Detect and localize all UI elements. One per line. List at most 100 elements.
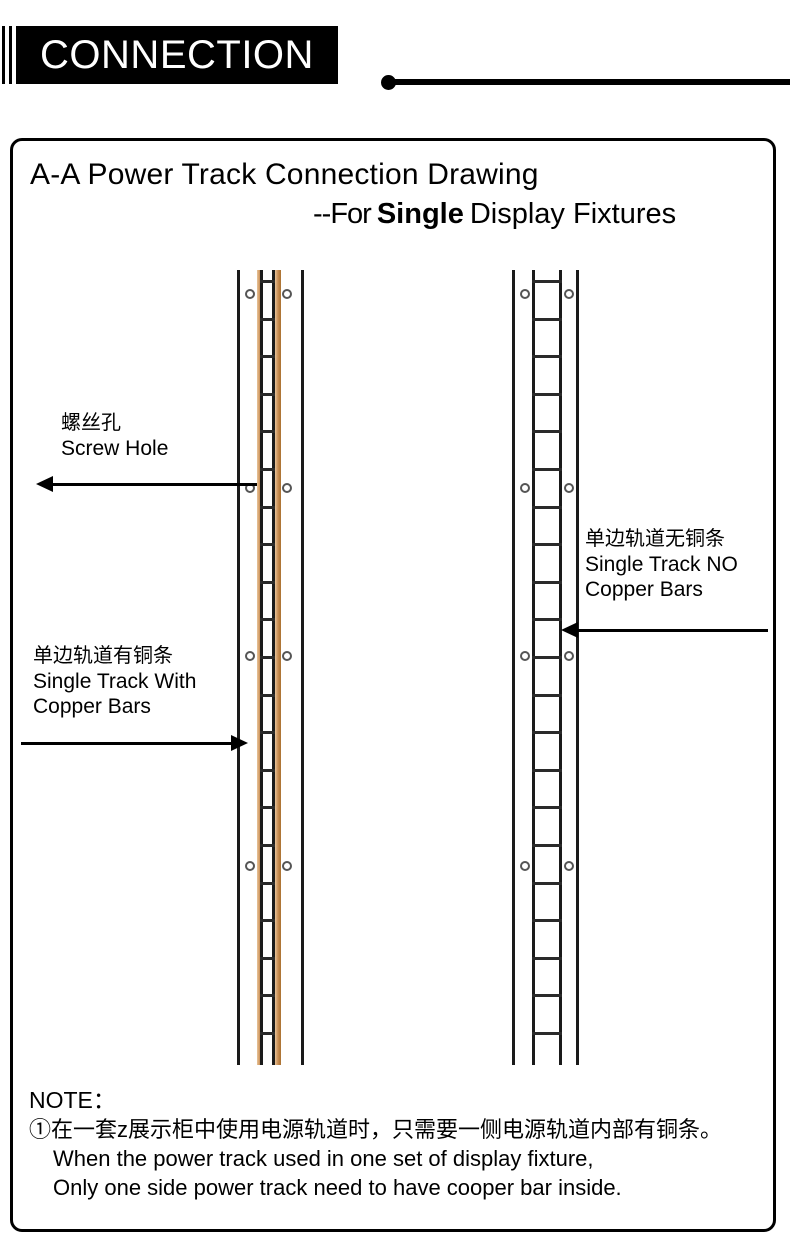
header-title: CONNECTION: [40, 33, 314, 77]
header-accent-bar-2: [9, 26, 12, 84]
track-rung: [532, 806, 562, 809]
track-rung: [260, 581, 275, 584]
track-rung: [260, 994, 275, 997]
track-rung: [260, 1032, 275, 1035]
note-heading: NOTE：: [29, 1087, 116, 1113]
screw-hole: [282, 651, 292, 661]
track-right-outer-line-right: [576, 270, 579, 1065]
screw-hole: [520, 861, 530, 871]
header-accent-bar-1: [2, 26, 5, 84]
screw-hole-arrow-line: [53, 483, 257, 486]
track-rung: [260, 506, 275, 509]
annotation-screw-hole: 螺丝孔 Screw Hole: [61, 411, 168, 461]
track-core-channel-right: [535, 270, 562, 1065]
track-rung: [260, 280, 275, 283]
annotation-with-copper-en-1: Single Track With: [33, 670, 197, 693]
screw-hole: [520, 651, 530, 661]
screw-hole: [245, 289, 255, 299]
track-rung: [260, 355, 275, 358]
track-rung: [532, 543, 562, 546]
track-rung: [532, 318, 562, 321]
track-rung: [260, 468, 275, 471]
track-inner-line-left: [260, 270, 263, 1065]
screw-hole: [245, 651, 255, 661]
annotation-with-copper-en-2: Copper Bars: [33, 695, 151, 718]
power-track-with-copper: [227, 270, 311, 1065]
track-left-outer-line-right: [301, 270, 304, 1065]
annotation-no-copper-en-2: Copper Bars: [585, 578, 703, 601]
track-rung: [532, 280, 562, 283]
track-rung: [260, 430, 275, 433]
track-rung: [260, 393, 275, 396]
copper-bar-right: [275, 270, 281, 1065]
track-rung: [532, 468, 562, 471]
track-rung: [532, 581, 562, 584]
annotation-no-copper: 单边轨道无铜条 Single Track NO Copper Bars: [585, 527, 738, 602]
track-rung: [260, 919, 275, 922]
track-rung: [532, 393, 562, 396]
annotation-with-copper: 单边轨道有铜条 Single Track With Copper Bars: [33, 644, 196, 719]
header-dot-marker: [381, 75, 396, 90]
track-rung: [260, 694, 275, 697]
screw-hole: [282, 289, 292, 299]
track-rung: [532, 994, 562, 997]
track-rung: [532, 1032, 562, 1035]
screw-hole: [520, 289, 530, 299]
screw-hole: [564, 861, 574, 871]
annotation-no-copper-cn: 单边轨道无铜条: [585, 528, 725, 550]
track-left-outer-line-left: [237, 270, 240, 1065]
no-copper-arrow-head: [561, 622, 578, 638]
note-line-en-2: Only one side power track need to have c…: [53, 1175, 622, 1200]
screw-hole: [564, 483, 574, 493]
track-rung: [260, 618, 275, 621]
track-rung: [260, 656, 275, 659]
track-rung: [532, 506, 562, 509]
track-rung: [260, 806, 275, 809]
track-rung: [260, 882, 275, 885]
note-block: NOTE： ①在一套z展示柜中使用电源轨道时，只需要一侧电源轨道内部有铜条。 W…: [29, 1086, 722, 1202]
track-rung: [532, 957, 562, 960]
track-rung: [532, 694, 562, 697]
track-right-inner-line-right: [559, 270, 562, 1065]
annotation-screw-hole-en: Screw Hole: [61, 437, 169, 460]
annotation-screw-hole-cn: 螺丝孔: [61, 412, 121, 434]
header-title-box: CONNECTION: [16, 26, 338, 84]
note-line-en-1: When the power track used in one set of …: [53, 1146, 594, 1171]
screw-hole: [564, 289, 574, 299]
track-rung: [260, 318, 275, 321]
drawing-title: A-A Power Track Connection Drawing: [30, 158, 539, 191]
track-rung: [260, 769, 275, 772]
track-rung: [260, 957, 275, 960]
power-track-no-copper: [502, 270, 586, 1065]
track-rung: [532, 844, 562, 847]
track-rung: [260, 543, 275, 546]
subtitle-prefix: --For: [313, 198, 372, 230]
track-rung: [532, 656, 562, 659]
track-rung: [260, 844, 275, 847]
screw-hole: [282, 483, 292, 493]
drawing-panel: A-A Power Track Connection Drawing --For…: [10, 138, 776, 1232]
screw-hole-arrow-head: [36, 476, 53, 492]
track-rung: [532, 355, 562, 358]
with-copper-arrow-head: [231, 735, 248, 751]
screw-hole: [564, 651, 574, 661]
screw-hole: [282, 861, 292, 871]
track-rung: [260, 731, 275, 734]
track-right-inner-line-left: [532, 270, 535, 1065]
track-rung: [532, 731, 562, 734]
annotation-no-copper-en-1: Single Track NO: [585, 553, 738, 576]
note-line-cn: ①在一套z展示柜中使用电源轨道时，只需要一侧电源轨道内部有铜条。: [29, 1117, 723, 1142]
track-rung: [532, 919, 562, 922]
subtitle-suffix: Display Fixtures: [469, 198, 677, 230]
track-rung: [532, 430, 562, 433]
screw-hole: [245, 861, 255, 871]
no-copper-arrow-line: [578, 629, 768, 632]
track-rung: [532, 769, 562, 772]
track-inner-line-right: [272, 270, 275, 1065]
track-right-outer-line-left: [512, 270, 515, 1065]
track-rung: [532, 882, 562, 885]
with-copper-arrow-line: [21, 742, 233, 745]
track-rung: [532, 618, 562, 621]
header-rule-line: [393, 79, 790, 85]
